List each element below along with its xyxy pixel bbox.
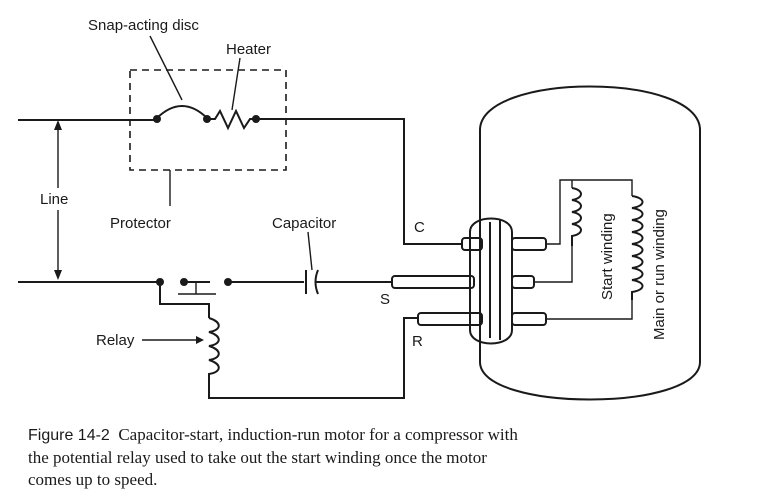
- line-arrow-head-top: [54, 120, 62, 130]
- motor-housing: [479, 85, 701, 401]
- terminal-block-flange: [489, 220, 501, 340]
- relay-coil: [208, 317, 418, 399]
- inner-pin-c: [511, 237, 547, 251]
- snap-disc-arc: [156, 105, 208, 119]
- common-to-run: [590, 179, 633, 196]
- capacitor-label: Capacitor: [272, 215, 336, 232]
- relay-contact-link: [178, 282, 216, 295]
- relay-wire: [159, 282, 210, 318]
- heater-label: Heater: [226, 41, 271, 58]
- heater-leader: [231, 57, 241, 111]
- caption-line-3: comes up to speed.: [28, 470, 158, 489]
- line-label-bg: [36, 188, 80, 210]
- terminal-block: [469, 217, 513, 345]
- line-arrow-head-bottom: [54, 270, 62, 280]
- relay-label: Relay: [96, 332, 135, 349]
- figure-caption: Figure 14-2 Capacitor-start, induction-r…: [28, 424, 758, 491]
- snap-disc-contact-left: [153, 115, 161, 123]
- run-wire: [546, 300, 633, 320]
- common-wire: [546, 179, 590, 245]
- terminal-s-label: S: [380, 291, 390, 308]
- start-winding-label: Start winding: [599, 213, 616, 300]
- terminal-pin-s: [391, 275, 475, 289]
- caption-line-2: the potential relay used to take out the…: [28, 448, 487, 467]
- heater-resistor: [207, 108, 256, 131]
- caption-line-1: Capacitor-start, induction-run motor for…: [118, 425, 518, 444]
- main-winding-coil: [631, 195, 644, 300]
- capacitor-leader: [307, 231, 313, 271]
- inner-pin-s: [511, 275, 535, 289]
- start-winding-coil: [571, 187, 582, 246]
- figure-number: Figure 14-2: [28, 427, 110, 444]
- wire-to-c: [256, 118, 462, 245]
- inner-pin-r: [511, 312, 547, 326]
- start-wire: [534, 246, 573, 283]
- capacitor-plate-right: [314, 269, 319, 295]
- terminal-r-label: R: [412, 333, 423, 350]
- snap-disc-leader: [149, 35, 183, 101]
- terminal-c-label: C: [414, 219, 425, 236]
- protector-label: Protector: [110, 215, 171, 232]
- relay-leader-head: [196, 336, 204, 344]
- main-winding-label: Main or run winding: [651, 209, 668, 340]
- terminal-pin-r: [417, 312, 483, 326]
- line-label: Line: [40, 191, 68, 208]
- snap-disc-label: Snap-acting disc: [88, 17, 199, 34]
- terminal-pin-c: [461, 237, 483, 251]
